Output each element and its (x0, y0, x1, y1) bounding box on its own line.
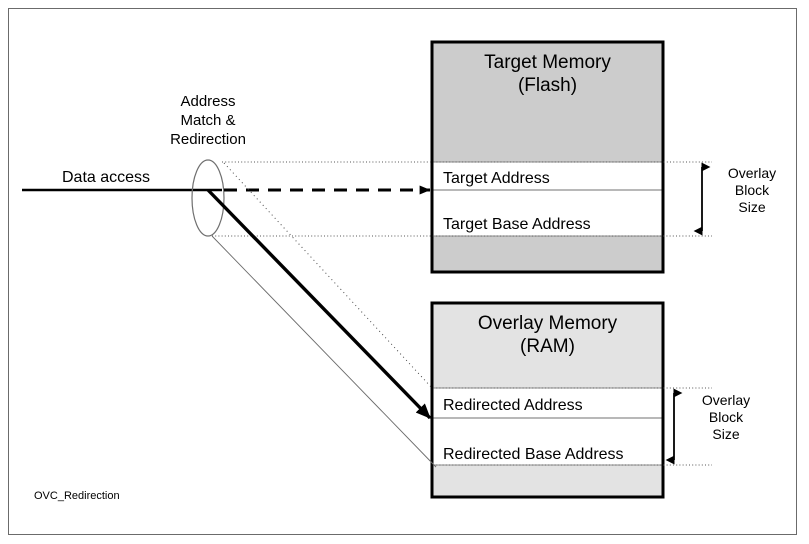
redirected-address-label: Redirected Address (443, 397, 583, 414)
redirection-label-line3: Redirection (170, 131, 246, 148)
target-address-label: Target Address (443, 170, 550, 187)
target-memory-title-line1: Target Memory (484, 52, 611, 73)
overlay-memory-title-line2: (RAM) (520, 336, 575, 357)
target-base-address-label: Target Base Address (443, 216, 591, 233)
overlay-overlay-block-size-line3: Size (712, 426, 740, 442)
target-overlay-block-size-line3: Size (738, 199, 766, 215)
target-overlay-block-size-line2: Block (734, 182, 770, 198)
target-memory-block (430, 40, 665, 274)
redirection-label-line2: Match & (180, 112, 236, 129)
redirection-arrow (206, 188, 432, 420)
overlay-memory-block (430, 301, 665, 499)
overlay-overlay-block-size-line1: Overlay (701, 392, 751, 408)
overlay-memory-title-line1: Overlay Memory (477, 313, 618, 334)
block-mapping-guides (211, 162, 437, 468)
figure-caption: OVC_Redirection (34, 490, 120, 502)
target-overlay-block-size-line1: Overlay (727, 165, 777, 181)
overlay-overlay-block-size-line2: Block (708, 409, 744, 425)
data-access-label: Data access (62, 169, 151, 186)
target-memory-title-line2: (Flash) (517, 75, 578, 96)
redirection-label-line1: Address (180, 93, 236, 110)
address-match-ellipse (191, 159, 225, 237)
redirected-base-address-label: Redirected Base Address (443, 446, 624, 463)
figure-frame (8, 8, 797, 535)
target-extension-lines (212, 161, 712, 237)
